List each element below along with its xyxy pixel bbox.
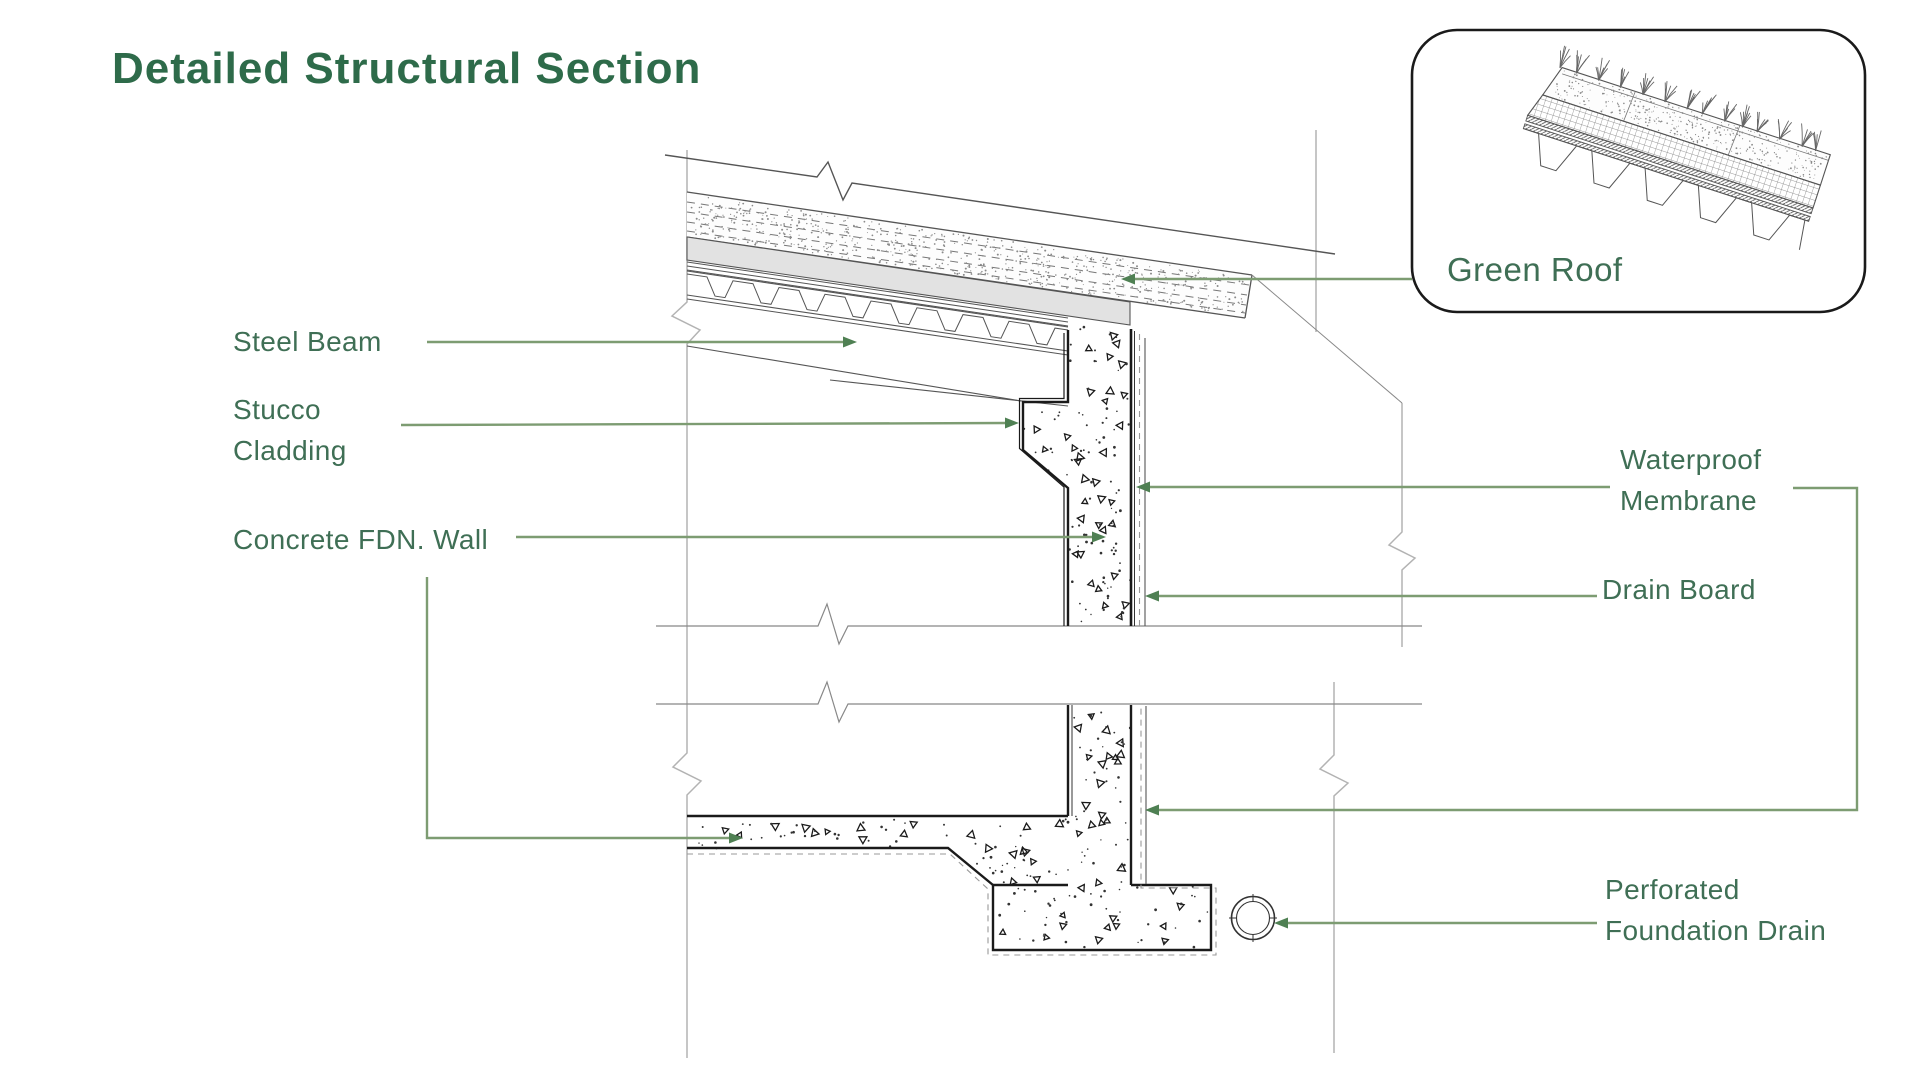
metal-deck-layer bbox=[686, 270, 1069, 356]
foundation-drain-pipe bbox=[1229, 894, 1277, 942]
gridline-right-upper bbox=[1387, 403, 1417, 647]
upper-wall bbox=[1018, 325, 1146, 626]
leader-concrete-slab bbox=[425, 577, 731, 840]
gridline-right-lower bbox=[1318, 682, 1350, 1053]
inset-border bbox=[1410, 28, 1867, 314]
footing-outline bbox=[991, 883, 1213, 952]
section-break-lines bbox=[656, 602, 1422, 724]
waterproofing-dashed bbox=[687, 706, 1217, 956]
leader-lines bbox=[400, 277, 1859, 925]
leader-arrowheads bbox=[729, 273, 1288, 929]
label-perforated-foundation-drain: Perforated Foundation Drain bbox=[1605, 874, 1827, 946]
label-drain-board: Drain Board bbox=[1602, 574, 1756, 605]
label-concrete-fdn-wall: Concrete FDN. Wall bbox=[233, 524, 489, 555]
green-roof-illustration bbox=[1522, 45, 1832, 250]
gridline-left bbox=[670, 150, 703, 1058]
break-line-upper bbox=[656, 602, 1422, 646]
label-waterproof-membrane: Waterproof Membrane bbox=[1620, 444, 1762, 516]
page-title: Detailed Structural Section bbox=[112, 44, 702, 93]
insulation-layer bbox=[686, 236, 1131, 326]
roof-end-projection bbox=[1251, 274, 1403, 404]
growing-medium-layer bbox=[686, 191, 1253, 319]
upper-wall-right-face bbox=[1129, 329, 1146, 626]
grid-lines bbox=[670, 130, 1417, 1058]
green-roof-inset bbox=[1410, 28, 1867, 314]
label-stucco-cladding: Stucco Cladding bbox=[233, 394, 347, 466]
roof-assembly bbox=[664, 154, 1403, 407]
slab-bottom-edge bbox=[687, 846, 994, 886]
label-steel-beam: Steel Beam bbox=[233, 326, 382, 357]
ceiling-lines bbox=[686, 345, 1069, 407]
roof-top-outline bbox=[664, 154, 1336, 255]
foundation-outline bbox=[687, 705, 1213, 952]
lower-foundation bbox=[687, 705, 1277, 956]
leader-membrane-lower bbox=[1157, 486, 1859, 812]
leader-stucco bbox=[400, 421, 1008, 427]
label-green-roof: Green Roof bbox=[1447, 251, 1623, 288]
stucco-cladding-outline bbox=[1018, 330, 1070, 626]
roof-membrane-lines bbox=[686, 261, 1069, 327]
break-line-lower bbox=[656, 680, 1422, 724]
